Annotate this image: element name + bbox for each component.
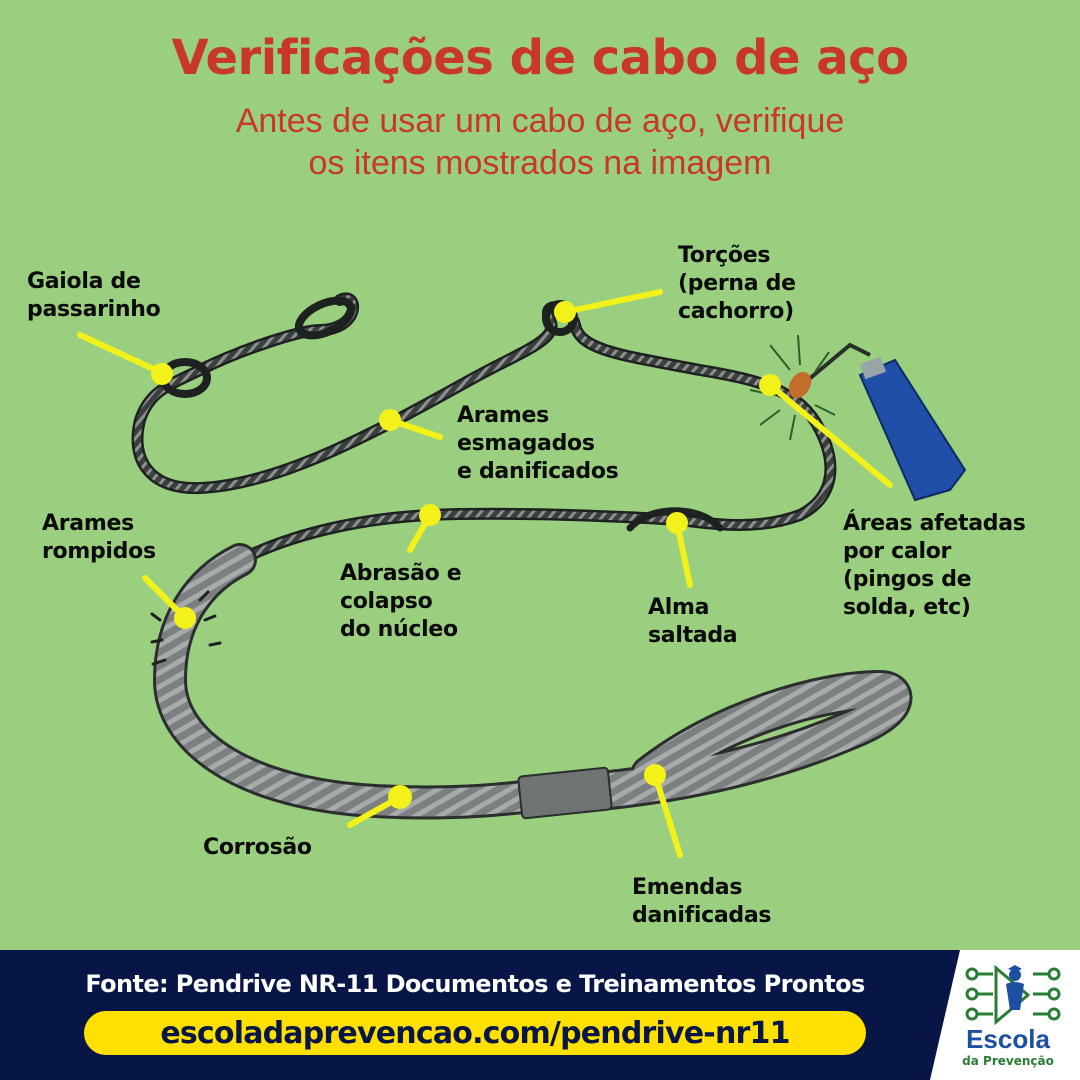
label-arames-rompidos: Arames rompidos (42, 511, 156, 564)
label-alma-saltada: Alma saltada (648, 595, 738, 648)
escola-logo-icon (965, 964, 1061, 1026)
source-text: Fonte: Pendrive NR-11 Documentos e Trein… (85, 970, 865, 998)
label-abrasao: Abrasão e colapso do núcleo (340, 561, 462, 642)
subtitle-text: Antes de usar um cabo de aço, verifique … (235, 102, 845, 182)
url-text: escoladaprevencao.com/pendrive-nr11 (160, 1015, 790, 1051)
page-subtitle: Antes de usar um cabo de aço, verifique … (0, 100, 1080, 184)
label-torcoes: Torções (perna de cachorro) (678, 243, 796, 324)
label-corrosao: Corrosão (203, 835, 312, 860)
page-title: Verificações de cabo de aço (171, 30, 909, 86)
label-arames-esmagados: Arames esmagados e danificados (457, 403, 619, 484)
logo-wordmark: Escola (966, 1024, 1050, 1054)
label-emendas-danificadas: Emendas danificadas (632, 875, 772, 928)
thick-rope (150, 543, 913, 820)
label-areas-afetadas-calor: Áreas afetadas por calor (pingos de sold… (843, 511, 1026, 620)
logo-subtitle: da Prevenção (962, 1054, 1054, 1068)
pointer-lines (77, 289, 893, 858)
wire-rope-illustration (77, 289, 967, 858)
torch-icon (749, 334, 967, 502)
label-gaiola-de-passarinho: Gaiola de passarinho (27, 269, 161, 322)
url-link[interactable]: escoladaprevencao.com/pendrive-nr11 (84, 1011, 866, 1055)
